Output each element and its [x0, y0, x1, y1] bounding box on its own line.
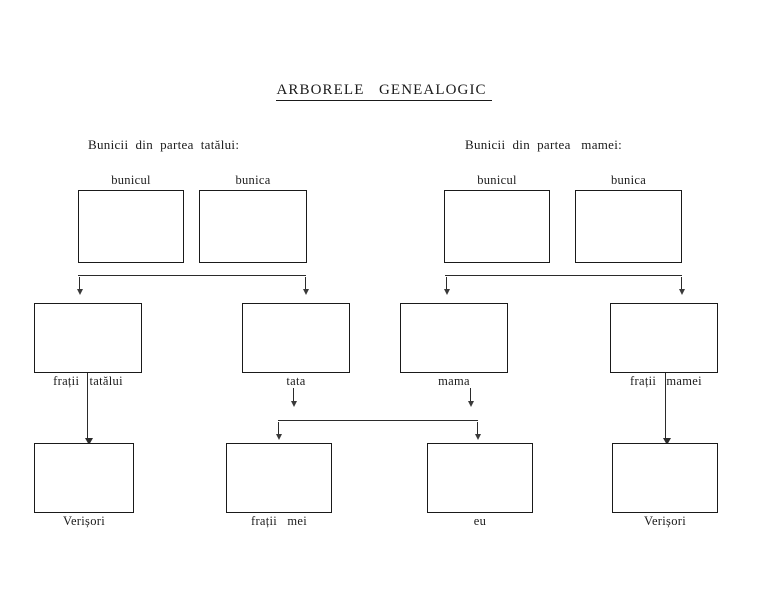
arrow-maternal-bar-to-mother [444, 277, 450, 295]
box-mother-siblings[interactable] [610, 303, 718, 373]
arrow-mother-siblings-to-cousins [662, 373, 671, 445]
box-cousins-paternal[interactable] [34, 443, 134, 513]
label-father-siblings: frații tatălui [53, 374, 123, 388]
label-paternal-grandfather: bunicul [111, 173, 151, 187]
label-paternal-grandmother: bunica [235, 173, 271, 187]
section-label-paternal-grandparents: Bunicii din partea tatălui: [88, 137, 240, 152]
connector-bar-parents [278, 420, 478, 421]
label-cousins-maternal: Verișori [644, 514, 686, 528]
page-title-text: ARBORELE GENEALOGIC [276, 82, 492, 101]
page-title: ARBORELE GENEALOGIC [0, 82, 768, 101]
label-cousins-paternal: Verișori [63, 514, 105, 528]
arrow-paternal-bar-to-father [303, 277, 309, 295]
arrow-father-siblings-to-cousins [84, 373, 93, 445]
label-mother-siblings: frații mamei [630, 374, 702, 388]
label-me: eu [473, 514, 487, 528]
arrow-parents-bar-to-me [475, 422, 481, 440]
label-my-siblings: frații mei [250, 514, 307, 528]
box-me[interactable] [427, 443, 533, 513]
label-mother: mama [438, 374, 470, 388]
section-label-maternal-grandparents: Bunicii din partea mamei: [465, 137, 623, 152]
arrow-paternal-bar-to-father-siblings [77, 277, 83, 295]
box-father[interactable] [242, 303, 350, 373]
box-maternal-grandmother[interactable] [575, 190, 682, 263]
label-father: tata [286, 374, 306, 388]
arrow-mother-to-couple-bar [468, 388, 474, 407]
arrow-maternal-bar-to-mother-siblings [679, 277, 685, 295]
label-maternal-grandfather: bunicul [477, 173, 517, 187]
connector-bar-maternal-grandparents [445, 275, 682, 276]
box-father-siblings[interactable] [34, 303, 142, 373]
label-maternal-grandmother: bunica [610, 173, 647, 187]
arrow-parents-bar-to-siblings [276, 422, 282, 440]
arrow-father-to-couple-bar [291, 388, 297, 407]
box-cousins-maternal[interactable] [612, 443, 718, 513]
box-paternal-grandmother[interactable] [199, 190, 307, 263]
connector-bar-paternal-grandparents [78, 275, 306, 276]
box-maternal-grandfather[interactable] [444, 190, 550, 263]
box-my-siblings[interactable] [226, 443, 332, 513]
box-paternal-grandfather[interactable] [78, 190, 184, 263]
box-mother[interactable] [400, 303, 508, 373]
